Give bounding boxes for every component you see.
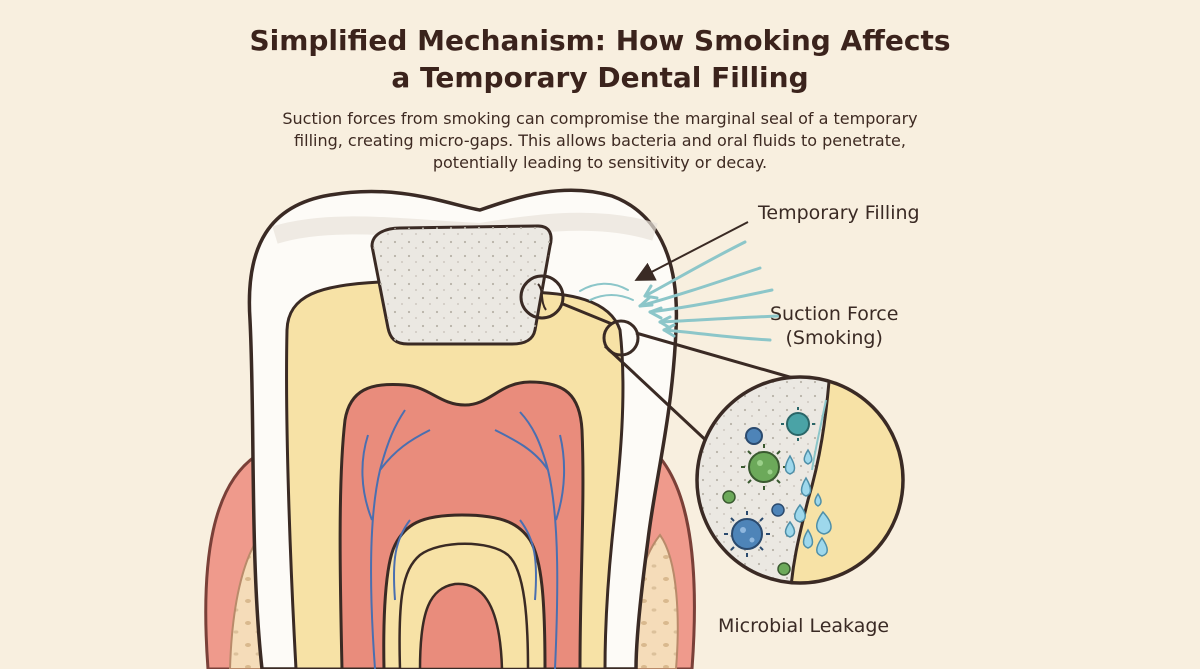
fluid-droplet-icon — [784, 448, 832, 557]
magnifier-circle-icon — [519, 274, 565, 320]
micro-gap-circle — [602, 319, 640, 357]
description: Suction forces from smoking can compromi… — [282, 109, 918, 172]
label-temporary-filling: Temporary Filling — [758, 202, 920, 224]
pulp-chamber — [338, 380, 585, 669]
bacteria-icon — [777, 562, 791, 576]
zoom-connector — [562, 302, 801, 448]
temporary-filling — [370, 224, 553, 346]
title-line-1: Simplified Mechanism: How Smoking Affect… — [249, 24, 951, 57]
bacteria-icon — [724, 511, 770, 557]
leakage-inset — [695, 375, 905, 585]
nerves — [361, 409, 566, 669]
header: Simplified Mechanism: How Smoking Affect… — [0, 22, 1200, 174]
filling-pointer-arrow — [634, 221, 749, 281]
bacteria-icon — [741, 444, 787, 490]
bacteria-icon — [781, 407, 815, 441]
label-microbial-leakage: Microbial Leakage — [718, 615, 890, 637]
bacteria-icon — [722, 490, 736, 504]
label-suction-force: Suction Force (Smoking) — [770, 302, 898, 350]
label-suction-force-line-2: (Smoking) — [785, 327, 883, 349]
bacteria-icon — [771, 503, 785, 517]
label-suction-force-line-1: Suction Force — [770, 303, 899, 325]
bacteria-icon — [745, 427, 763, 445]
title: Simplified Mechanism: How Smoking Affect… — [0, 22, 1200, 96]
suction-arrow-icon — [579, 240, 780, 342]
title-line-2: a Temporary Dental Filling — [391, 61, 809, 94]
